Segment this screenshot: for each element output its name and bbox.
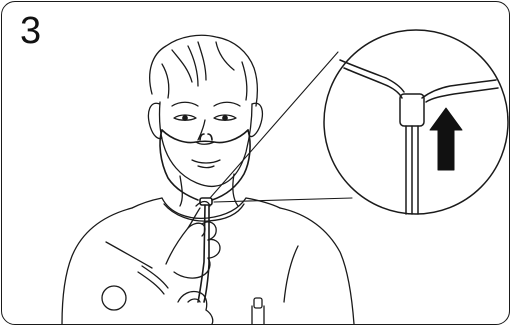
magnifier-circle bbox=[324, 30, 508, 214]
nasal-cannula bbox=[160, 130, 250, 302]
person-hand bbox=[166, 202, 220, 325]
person-head bbox=[148, 35, 262, 206]
up-arrow-icon bbox=[430, 108, 462, 170]
magnified-detail bbox=[340, 60, 498, 214]
person-body bbox=[62, 198, 354, 324]
illustration bbox=[2, 2, 509, 324]
